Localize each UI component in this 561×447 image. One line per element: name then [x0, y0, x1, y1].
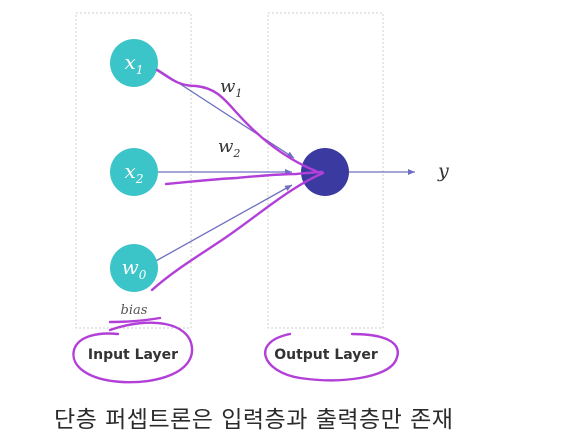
weight-label-w2: w2 — [218, 136, 240, 160]
svg-text:x2: x2 — [125, 159, 144, 186]
output-layer-label: Output Layer — [274, 347, 378, 363]
caption-text: 단층 퍼셉트론은 입력층과 출력층만 존재 — [54, 407, 454, 433]
node-x1: x1 — [110, 39, 158, 87]
output-node — [301, 148, 349, 196]
weight-label-w1: w1 — [220, 76, 242, 100]
bias-underline — [108, 316, 162, 324]
svg-text:w0: w0 — [122, 255, 147, 282]
annotation-stroke-w0 — [150, 171, 325, 292]
connection-w0-output — [153, 184, 293, 263]
output-layer-box — [267, 12, 384, 329]
annotation-stroke-x1 — [155, 68, 318, 173]
input-layer-label: Input Layer — [88, 347, 178, 363]
node-w0: w0 — [110, 244, 158, 292]
input-layer-box — [75, 12, 192, 329]
bias-label: bias — [121, 303, 148, 318]
annotation-stroke-x2 — [164, 170, 324, 186]
output-layer-circle — [264, 332, 399, 382]
input-layer-circle — [72, 321, 194, 384]
output-label-y: y — [437, 160, 449, 182]
svg-text:x1: x1 — [125, 50, 144, 77]
handwritten-annotations — [72, 68, 399, 384]
node-x2: x2 — [110, 148, 158, 196]
